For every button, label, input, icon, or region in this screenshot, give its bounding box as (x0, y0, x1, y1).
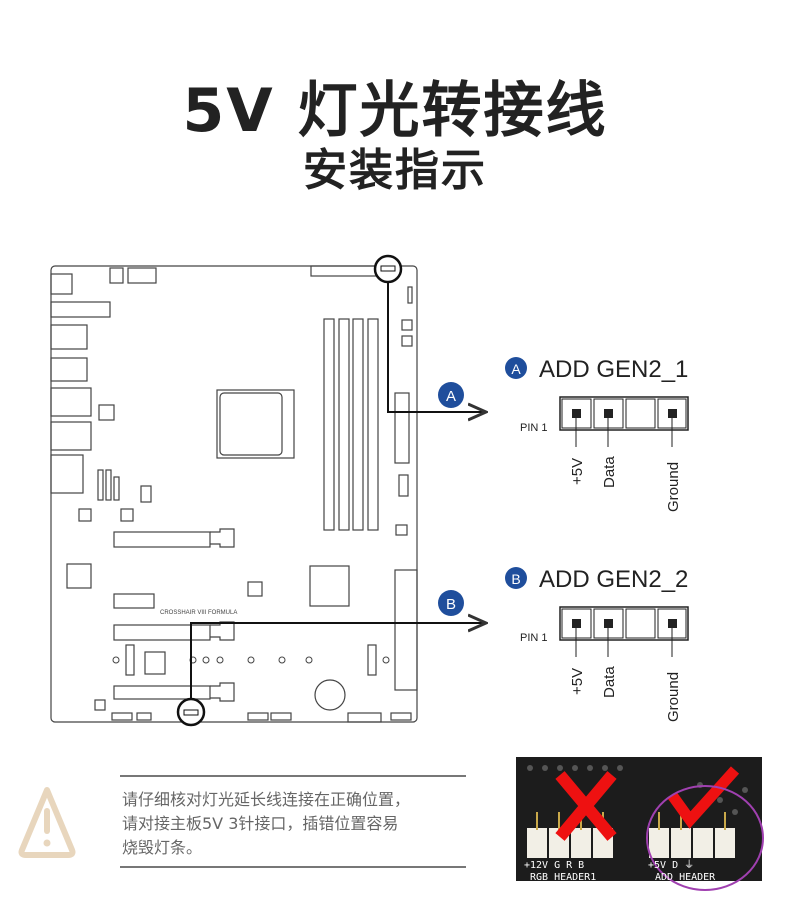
warning-text: 请仔细核对灯光延长线连接在正确位置， 请对接主板5V 3针接口，插错位置容易 烧… (122, 788, 482, 860)
right-header-label: ADD HEADER (655, 872, 716, 883)
pinout-a-title: ADD GEN2_1 (539, 356, 688, 383)
pinout-b-badge: B (511, 571, 520, 587)
right-pins-label: +5V D ⏚ (648, 859, 694, 871)
pinout-b-title: ADD GEN2_2 (539, 566, 688, 593)
header-b-highlight (176, 697, 206, 727)
title-line2: 安装指示 (303, 145, 487, 196)
leader-line-a (387, 282, 486, 412)
badge-b-label: B (446, 596, 456, 613)
pinout-b-pin1: PIN 1 (520, 632, 548, 644)
warning-line: 请对接主板5V 3针接口，插错位置容易 (122, 814, 399, 833)
warning-line: 烧毁灯条。 (122, 838, 203, 857)
pin-label-data: Data (601, 666, 618, 698)
title-line1: 5V 灯光转接线 (182, 76, 608, 146)
header-a-pinout: A ADD GEN2_1 PIN 1 +5V Data Ground (505, 356, 689, 512)
pin-label-data: Data (601, 456, 618, 488)
header-a-highlight (373, 254, 403, 284)
divider-bottom (120, 866, 466, 868)
wrong-cross-icon (555, 771, 617, 841)
header-b-pinout: B ADD GEN2_2 PIN 1 +5V Data Ground (505, 566, 689, 722)
wrong-header-label: RGB_HEADER1 (530, 872, 596, 883)
pinout-a-pin1: PIN 1 (520, 422, 548, 434)
badge-a-label: A (446, 388, 456, 405)
pin-label-5v: +5V (569, 668, 586, 695)
warning-icon (18, 787, 76, 858)
pinout-a-badge: A (511, 361, 521, 377)
badge-a-icon (438, 382, 464, 408)
warning-line: 请仔细核对灯光延长线连接在正确位置， (122, 790, 411, 809)
wrong-pins-label: +12V G R B (524, 860, 584, 871)
pin-label-5v: +5V (569, 458, 586, 485)
header-photo: +12V G R B RGB_HEADER1 +5V D ⏚ ADD HEADE… (516, 757, 764, 891)
motherboard (50, 265, 418, 723)
leader-line-b (190, 623, 486, 699)
header-a-connector (380, 265, 396, 272)
pin-label-ground: Ground (665, 672, 682, 722)
board-model-label: CROSSHAIR VIII FORMULA (160, 610, 237, 616)
header-b-connector (183, 709, 199, 716)
badge-b-icon (438, 590, 464, 616)
pin-label-ground: Ground (665, 462, 682, 512)
divider-top (120, 775, 466, 777)
